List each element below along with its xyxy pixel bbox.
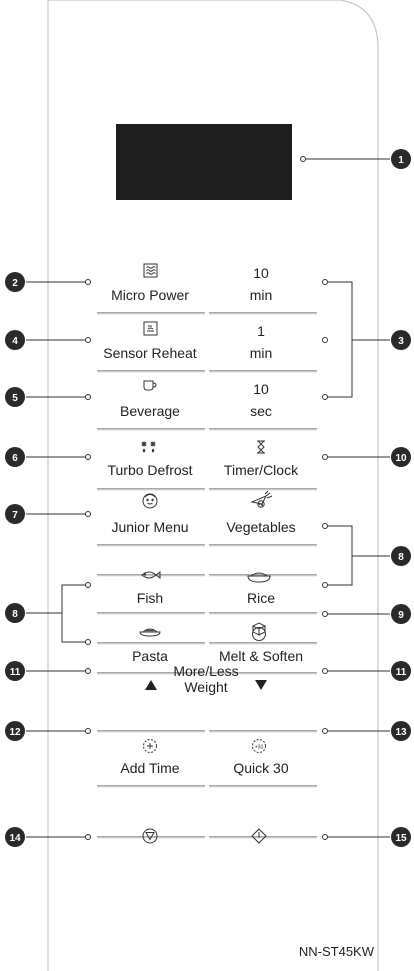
rice-bowl-icon	[247, 572, 271, 583]
one-min-unit[interactable]: min	[249, 345, 273, 361]
callout-2	[5, 272, 25, 292]
svg-text:4: 4	[12, 336, 18, 347]
sensor-reheat-button[interactable]: Sensor Reheat	[103, 345, 197, 361]
svg-text:8: 8	[12, 609, 18, 620]
fish-button[interactable]: Fish	[136, 590, 164, 606]
one-min-value[interactable]: 1	[257, 323, 265, 339]
callout-lines	[26, 156, 390, 840]
quick-30-icon	[252, 739, 266, 753]
hourglass-icon	[257, 440, 265, 454]
ten-sec-value[interactable]: 10	[253, 381, 269, 397]
svg-text:11: 11	[10, 667, 21, 678]
callout-4	[5, 330, 25, 350]
ten-min-unit[interactable]: min	[249, 287, 273, 303]
micro-power-icon	[143, 263, 158, 278]
callout-8-right	[391, 546, 411, 566]
add-time-icon	[143, 739, 157, 753]
add-time-button[interactable]: Add Time	[120, 760, 180, 776]
vegetables-button[interactable]: Vegetables	[226, 519, 296, 535]
callout-5	[5, 387, 25, 407]
callout-3	[391, 330, 411, 350]
quick-30-icon-text: +30	[255, 745, 264, 751]
svg-text:8: 8	[398, 552, 404, 563]
more-less-label-line1[interactable]: More/Less	[173, 663, 239, 679]
callout-badges: 1 2 3 4 5 6 7 8 8 9 10 11 11 12 13 14 15	[5, 149, 411, 847]
callout-8-left	[5, 603, 25, 623]
quick-30-button[interactable]: Quick 30	[233, 760, 289, 776]
fish-icon	[141, 571, 161, 579]
svg-text:5: 5	[12, 393, 18, 404]
display-screen	[116, 124, 292, 200]
junior-menu-button[interactable]: Junior Menu	[111, 519, 189, 535]
callout-13	[391, 721, 411, 741]
micro-power-button[interactable]: Micro Power	[111, 287, 189, 303]
svg-text:2: 2	[12, 278, 18, 289]
callout-11-right	[391, 661, 411, 681]
callout-9	[391, 604, 411, 624]
callout-6	[5, 447, 25, 467]
ten-sec-unit[interactable]: sec	[250, 403, 272, 419]
callout-10	[391, 447, 411, 467]
more-triangle-icon[interactable]	[145, 680, 157, 690]
svg-text:6: 6	[12, 453, 18, 464]
melt-soften-button[interactable]: Melt & Soften	[218, 648, 304, 664]
start-icon	[251, 828, 267, 844]
svg-text:10: 10	[395, 453, 407, 464]
callout-15	[391, 827, 411, 847]
sensor-reheat-icon	[143, 321, 158, 336]
child-face-icon	[142, 493, 158, 509]
svg-text:1: 1	[398, 155, 404, 166]
vegetables-icon	[250, 490, 273, 508]
pasta-plate-icon	[139, 628, 161, 637]
callout-11-left	[5, 661, 25, 681]
svg-text:9: 9	[398, 610, 404, 621]
more-less-label-line2[interactable]: Weight	[184, 679, 228, 695]
svg-text:14: 14	[9, 833, 21, 844]
beverage-button[interactable]: Beverage	[120, 403, 180, 419]
stop-cancel-icon	[142, 828, 158, 844]
timer-clock-button[interactable]: Timer/Clock	[223, 462, 299, 478]
callout-1	[391, 149, 411, 169]
svg-text:3: 3	[398, 336, 404, 347]
rice-button[interactable]: Rice	[246, 590, 276, 606]
callout-12	[5, 721, 25, 741]
svg-text:12: 12	[9, 727, 21, 738]
less-triangle-icon[interactable]	[255, 680, 267, 690]
callout-7	[5, 504, 25, 524]
cup-icon	[143, 380, 157, 391]
svg-text:7: 7	[12, 510, 18, 521]
snowflake-drops-icon	[141, 441, 156, 453]
svg-text:15: 15	[395, 833, 407, 844]
callout-14	[5, 827, 25, 847]
ice-cube-icon	[251, 622, 267, 641]
model-number: NN-ST45KW	[298, 944, 374, 959]
ten-min-value[interactable]: 10	[253, 265, 269, 281]
svg-text:13: 13	[395, 727, 407, 738]
pasta-button[interactable]: Pasta	[132, 648, 168, 664]
turbo-defrost-button[interactable]: Turbo Defrost	[107, 462, 193, 478]
svg-text:11: 11	[396, 667, 407, 678]
